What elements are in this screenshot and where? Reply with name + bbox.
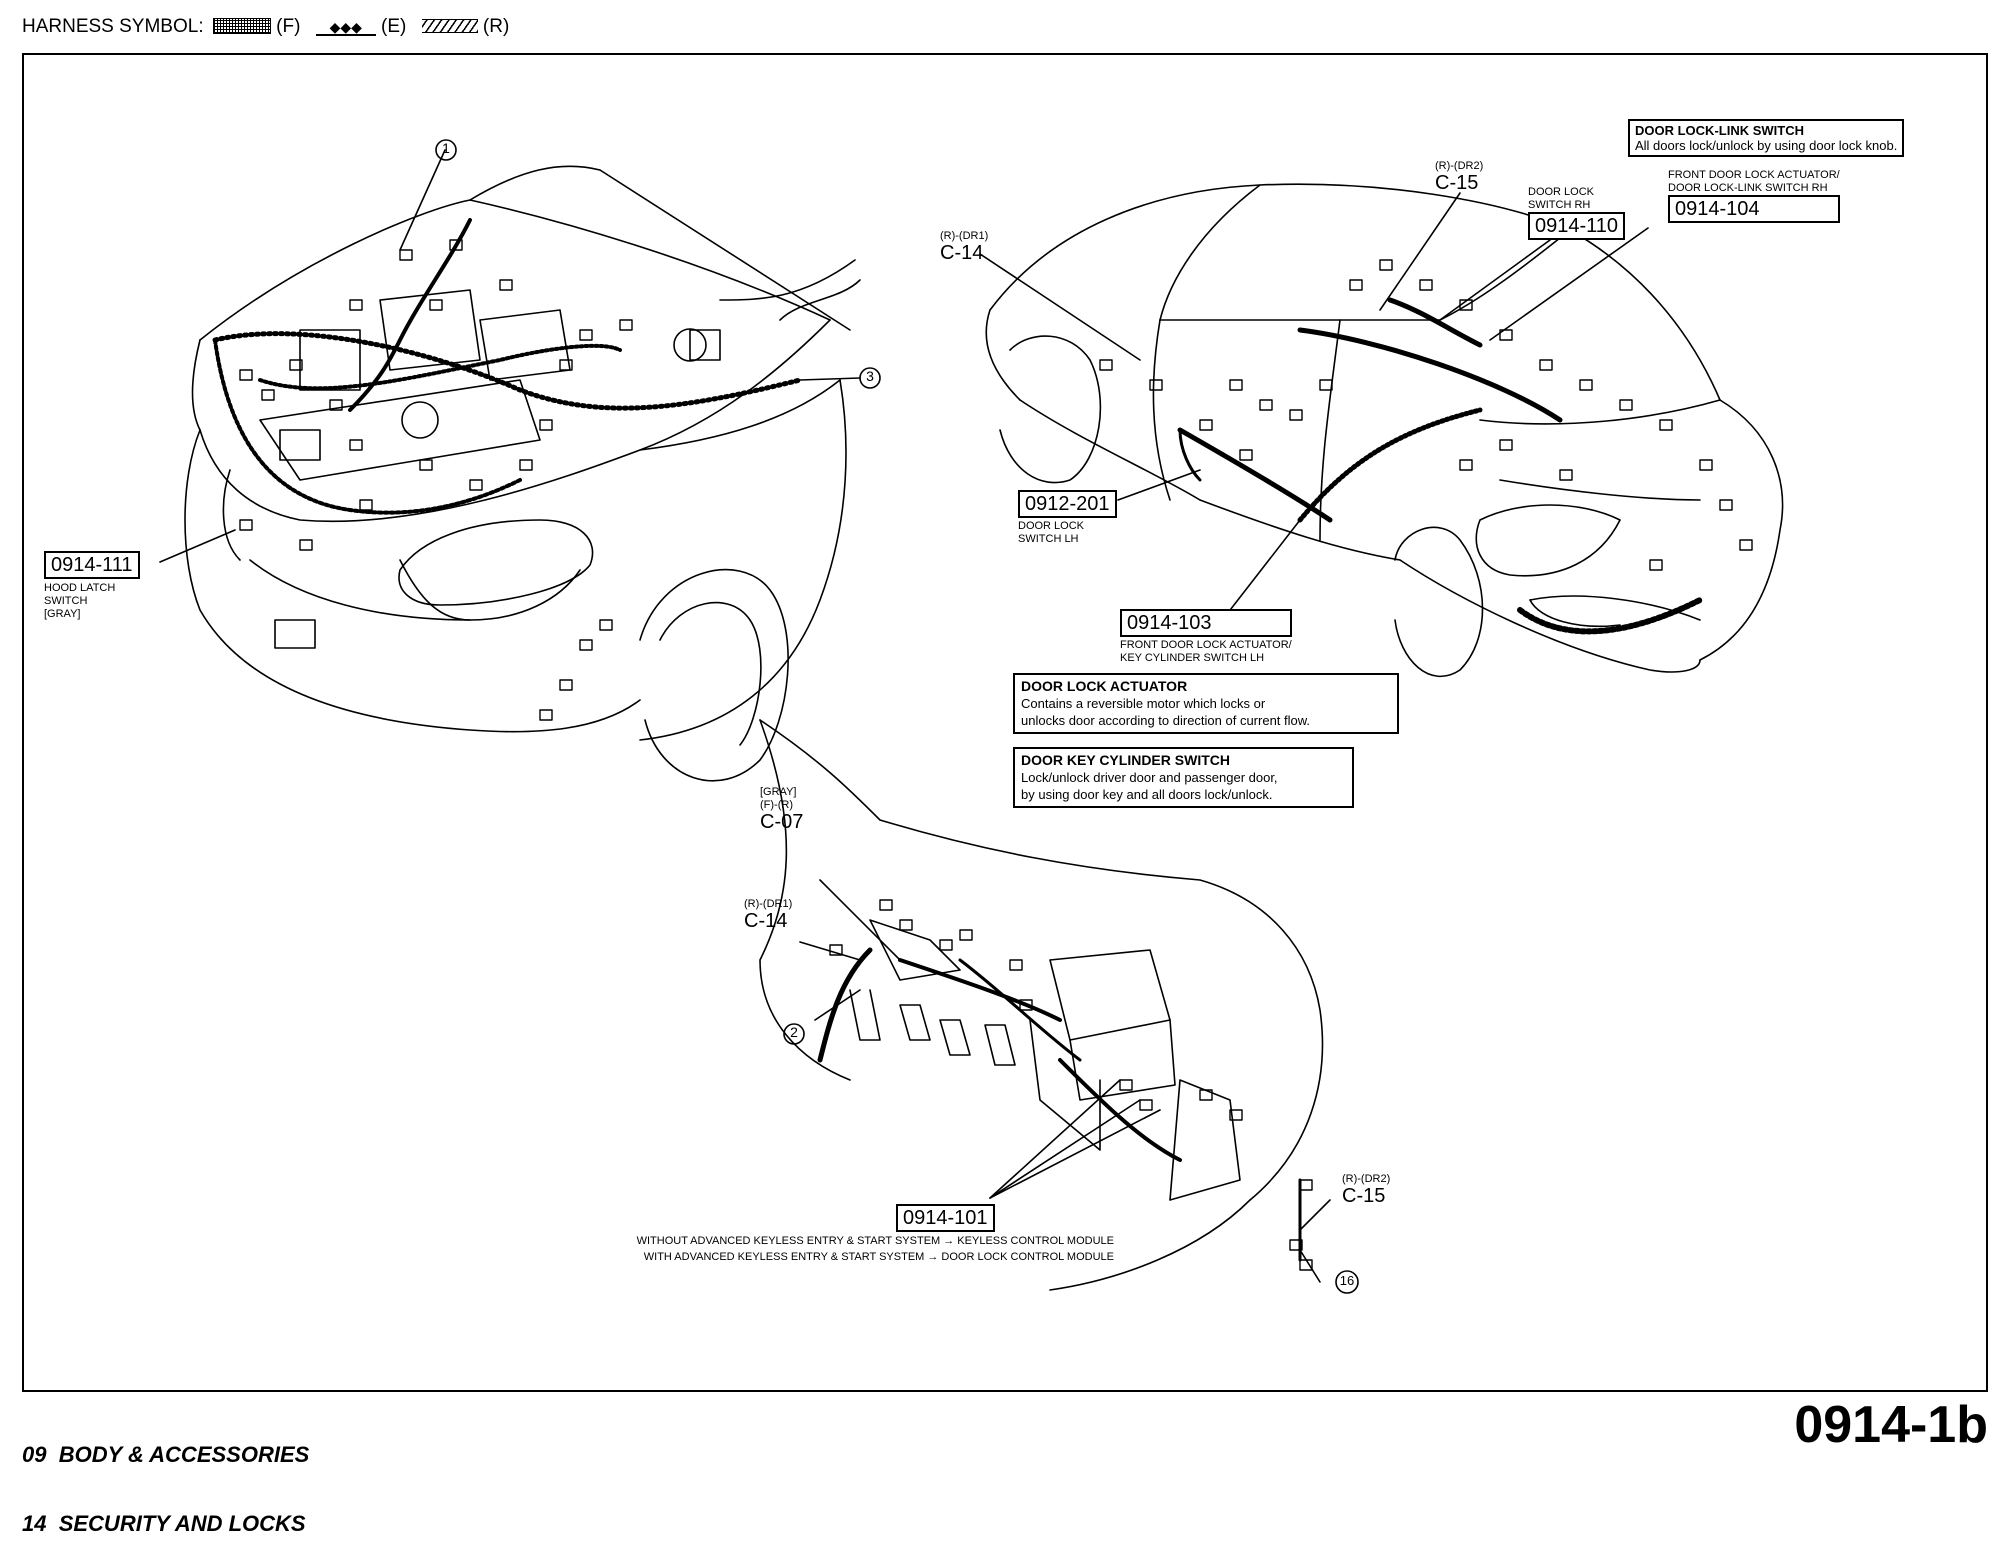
callout-1: 1 xyxy=(442,140,450,156)
key-cyl-line1: Lock/unlock driver door and passenger do… xyxy=(1021,770,1278,785)
door-lock-actuator-info: DOOR LOCK ACTUATOR Contains a reversible… xyxy=(1013,673,1399,734)
footer-section: 09 BODY & ACCESSORIES 14 SECURITY AND LO… xyxy=(22,1397,309,1558)
door-key-cylinder-switch-info: DOOR KEY CYLINDER SWITCH Lock/unlock dri… xyxy=(1013,747,1354,808)
c14-bot-code: C-14 xyxy=(744,910,788,932)
front-car-drawing xyxy=(159,149,861,782)
module-line2: WITH ADVANCED KEYLESS ENTRY & START SYST… xyxy=(643,1251,1114,1263)
callout-circle-2 xyxy=(783,1023,805,1045)
c14-bot-tag: (R)-(DR1) xyxy=(744,898,793,910)
door-lock-link-switch-info: DOOR LOCK-LINK SWITCH All doors lock/unl… xyxy=(1628,119,1905,157)
c15-top-tag: (R)-(DR2) xyxy=(1435,160,1484,172)
fdla-rh-code: 0914-104 xyxy=(1668,195,1840,223)
footer-line2: 14 SECURITY AND LOCKS xyxy=(22,1511,306,1536)
callout-circle-1 xyxy=(435,139,457,161)
control-module-code: 0914-101 xyxy=(896,1204,995,1232)
link-switch-body: All doors lock/unlock by using door lock… xyxy=(1635,138,1898,153)
c15-bot-code: C-15 xyxy=(1342,1185,1386,1207)
callout-3: 3 xyxy=(866,368,874,384)
hood-latch-line2: SWITCH xyxy=(44,595,88,607)
door-lock-switch-lh-label: 0912-201 DOOR LOCK SWITCH LH xyxy=(1018,490,1117,546)
module-line1: WITHOUT ADVANCED KEYLESS ENTRY & START S… xyxy=(636,1235,1114,1247)
c15-top-code: C-15 xyxy=(1435,172,1479,194)
c14-top-code: C-14 xyxy=(940,242,984,264)
callout-circle-16 xyxy=(1335,1270,1359,1294)
c15-bot-tag: (R)-(DR2) xyxy=(1342,1173,1391,1185)
callout-16: 16 xyxy=(1339,1273,1355,1288)
hood-latch-line3: [GRAY] xyxy=(44,608,81,620)
connector-c15-top: (R)-(DR2) C-15 xyxy=(1435,160,1483,194)
connector-c07: [GRAY] (F)-(R) C-07 xyxy=(760,786,803,833)
c07-code: C-07 xyxy=(760,811,804,833)
harness-symbol-legend: HARNESS SYMBOL: (F) ◆◆◆ (E) (R) xyxy=(22,16,509,38)
door-lock-switch-rh-label: DOOR LOCK SWITCH RH 0914-110 xyxy=(1528,186,1626,240)
fdla-lh-code: 0914-103 xyxy=(1120,609,1292,637)
dl-rh-code: 0914-110 xyxy=(1528,212,1626,240)
dl-lh-line2: SWITCH LH xyxy=(1018,533,1079,545)
dl-rh-line2: SWITCH RH xyxy=(1528,199,1591,211)
diagram-frame xyxy=(22,53,1988,1392)
fdla-rh-line2: DOOR LOCK-LINK SWITCH RH xyxy=(1668,182,1828,194)
callout-circle-3 xyxy=(859,367,881,389)
fdla-rh-line1: FRONT DOOR LOCK ACTUATOR/ xyxy=(1668,169,1840,181)
harness-f-label: (F) xyxy=(276,16,301,37)
c07-tag2: (F)-(R) xyxy=(760,799,793,811)
hood-latch-code: 0914-111 xyxy=(44,551,140,579)
c07-tag1: [GRAY] xyxy=(760,786,797,798)
harness-symbol-label: HARNESS SYMBOL: xyxy=(22,16,204,37)
hood-latch-switch-label: 0914-111 HOOD LATCH SWITCH [GRAY] xyxy=(44,551,140,621)
front-door-lock-actuator-rh-label: FRONT DOOR LOCK ACTUATOR/ DOOR LOCK-LINK… xyxy=(1668,169,1840,223)
actuator-line2: unlocks door according to direction of c… xyxy=(1021,713,1311,728)
dl-rh-line1: DOOR LOCK xyxy=(1528,186,1595,198)
actuator-title: DOOR LOCK ACTUATOR xyxy=(1021,678,1188,694)
fdla-lh-line2: KEY CYLINDER SWITCH LH xyxy=(1120,652,1265,664)
callout-2: 2 xyxy=(790,1024,798,1040)
connector-c14-top: (R)-(DR1) C-14 xyxy=(940,230,988,264)
harness-e-swatch: ◆◆◆ xyxy=(315,20,376,36)
key-cyl-title: DOOR KEY CYLINDER SWITCH xyxy=(1021,752,1230,768)
dl-lh-code: 0912-201 xyxy=(1018,490,1117,518)
c14-top-tag: (R)-(DR1) xyxy=(940,230,989,242)
fdla-lh-line1: FRONT DOOR LOCK ACTUATOR/ xyxy=(1120,639,1292,651)
harness-r-swatch xyxy=(421,19,478,33)
connector-c15-bottom: (R)-(DR2) C-15 xyxy=(1342,1173,1390,1207)
harness-r-label: (R) xyxy=(482,16,510,37)
hood-latch-line1: HOOD LATCH xyxy=(44,582,116,594)
actuator-line1: Contains a reversible motor which locks … xyxy=(1021,696,1266,711)
footer-line1: 09 BODY & ACCESSORIES xyxy=(22,1442,310,1467)
interior-drawing xyxy=(759,719,1331,1291)
connector-c14-bottom: (R)-(DR1) C-14 xyxy=(744,898,792,932)
harness-f-swatch xyxy=(212,18,271,34)
link-switch-title: DOOR LOCK-LINK SWITCH xyxy=(1635,123,1804,138)
harness-e-label: (E) xyxy=(381,16,407,37)
dl-lh-line1: DOOR LOCK xyxy=(1018,520,1085,532)
module-code: 0914-101 xyxy=(896,1204,995,1232)
rear-car-drawing xyxy=(979,183,1784,677)
key-cyl-line2: by using door key and all doors lock/unl… xyxy=(1021,787,1273,802)
page-number: 0914-1b xyxy=(1794,1396,1988,1454)
wiring-diagram-art xyxy=(159,139,1784,1294)
front-door-lock-actuator-lh-label: 0914-103 FRONT DOOR LOCK ACTUATOR/ KEY C… xyxy=(1120,609,1292,665)
